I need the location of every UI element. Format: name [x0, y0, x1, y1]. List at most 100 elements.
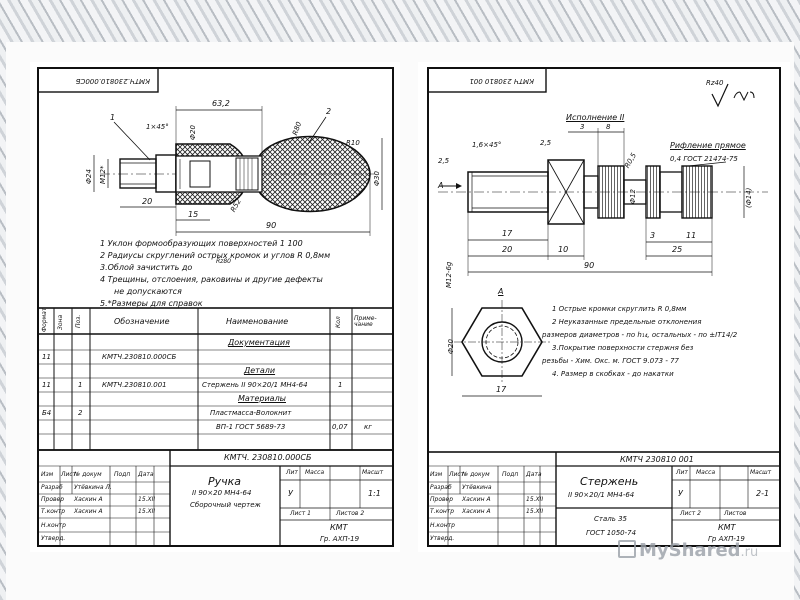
dim-17-view: 17 [496, 385, 507, 394]
spec-row-4-format: 11 [42, 381, 51, 389]
tb-row-2-role: Провер [41, 496, 65, 503]
knurl-standard: 0,4 ГОСТ 21474-75 [670, 155, 738, 163]
watermark: MyShared.ru [618, 540, 758, 561]
dim-8: 8 [606, 123, 611, 131]
tb-row-0-role: Изм [430, 471, 443, 478]
tb-row-3-date: 15.XII [526, 508, 544, 515]
title-block-name: Ручка [208, 475, 242, 488]
spec-row-4-designation: КМТЧ.230810.001 [102, 381, 167, 389]
watermark-logo-icon [618, 540, 636, 558]
title-block-sheets: Листов [724, 510, 747, 517]
spec-header-designation: Обозначение [114, 317, 170, 326]
dim-d20-view: Ф20 [447, 339, 455, 354]
tb-row-4-role: Н.контр [41, 522, 66, 529]
dim-20: 20 [502, 245, 513, 254]
spec-header-note: Приме-чание [354, 315, 377, 328]
note-2: 2 Неуказанные предельные отклонения [552, 318, 702, 326]
tb-row-1-name: Утёвкина [462, 484, 492, 491]
callout-2: 2 [326, 107, 332, 116]
dim-d24: Ф24 [85, 169, 93, 184]
title-block-sheet: Лист 2 [680, 510, 701, 517]
stamp-code-inverted: КМТЧ 230810 001 [469, 77, 534, 85]
tb-row-3-name: Хаскин А [74, 508, 103, 515]
spec-row-6-pos: 2 [78, 409, 83, 417]
note-4: 4. Размер в скобках - до накатки [552, 370, 674, 378]
title-block-org: КМТ [330, 523, 348, 532]
tb-row-0-c3: № докум [462, 471, 490, 478]
tb-row-0-c4: Подп [502, 471, 519, 478]
dim-r10: R10 [346, 139, 360, 147]
tb-row-0-c3: № докум [74, 471, 102, 478]
spec-row-6-name: Пластмасса-Волокнит [210, 409, 292, 417]
dim-20: 20 [142, 197, 153, 206]
drawing-sheet-part: КМТЧ 230810 001 Rz40 Исполнение II Рифле… [418, 62, 790, 552]
dim-25: 25 [672, 245, 683, 254]
dim-10: 10 [558, 245, 569, 254]
tb-row-4-role: Н.контр [430, 522, 455, 529]
spec-row-section-materials: Материалы [238, 394, 286, 403]
spec-row-section-docs: Документация [228, 338, 290, 347]
title-block-scale-label: Масшт [750, 469, 772, 476]
note-1: 1 Острые кромки скруглить R 0,8мм [552, 305, 687, 313]
knurl-label: Рифление прямое [670, 141, 746, 150]
title-block-name-2: II 90×20 МН4-64 [192, 489, 252, 497]
note-3: 3.Покрытие поверхности стержня без [552, 344, 694, 352]
dim-d14: (Ф14) [745, 187, 753, 208]
spec-header-qty: Кол [335, 316, 342, 328]
tb-row-5-role: Утверд. [41, 535, 66, 542]
title-block-lit-value: У [678, 489, 683, 498]
tb-row-1-role: Разраб [430, 484, 452, 491]
dim-15: 15 [188, 210, 199, 219]
title-block-mass-label: Масса [305, 469, 325, 476]
spec-row-2-format: 11 [42, 353, 51, 361]
tb-row-2-date: 15.XII [526, 496, 544, 503]
title-block-lit-label: Лит [676, 469, 688, 476]
watermark-domain: .ru [740, 545, 759, 560]
tb-row-1-name: Утёвкина Л. [74, 484, 112, 491]
note-2-cont: размеров диаметров - по h₁₄, остальных -… [542, 331, 738, 339]
note-2: 2 Радиусы скруглений острых кромок и угл… [100, 251, 331, 260]
title-block-scale-value: 1:1 [368, 489, 381, 498]
spec-header-zone: Зона [57, 314, 64, 330]
title-block-lit-label: Лит [286, 469, 298, 476]
title-block-code: КМТЧ 230810 001 [620, 455, 694, 464]
roughness-top: Rz40 [706, 79, 724, 87]
dim-3: 3 [580, 123, 585, 131]
dim-90: 90 [266, 221, 277, 230]
spec-row-section-parts: Детали [244, 366, 276, 375]
part-drawing-graphic [427, 67, 781, 547]
spec-header-format: Формат [41, 307, 48, 332]
title-block-lit-value: У [288, 489, 293, 498]
spec-row-7-note: кг [364, 423, 372, 431]
tb-row-2-date: 15.XII [138, 496, 156, 503]
tb-row-3-role: Т.контр [41, 508, 66, 515]
dim-3b: 3 [650, 231, 656, 240]
stamp-code-inverted: КМТЧ.230810.000СБ [75, 77, 150, 85]
dim-11: 11 [686, 231, 697, 240]
title-block-group: Гр. АХП-19 [320, 535, 360, 543]
dim-m12: М12-6g [445, 261, 453, 288]
title-block-name-2: II 90×20/1 МН4-64 [568, 491, 635, 499]
callout-1: 1 [110, 113, 116, 122]
note-4-cont: не допускаются [114, 287, 182, 296]
tb-row-0-c5: Дата [138, 471, 154, 478]
dim-d30: Ф30 [373, 171, 381, 186]
title-block-material-std: ГОСТ 1050-74 [586, 529, 637, 537]
view-a-label: A [498, 287, 504, 296]
title-block-name: Стержень [580, 475, 639, 488]
note-3: 3.Облой зачистить до [100, 263, 193, 272]
title-block-scale-label: Масшт [362, 469, 384, 476]
dim-d12: Ф12 [629, 189, 637, 204]
tb-row-2-role: Провер [430, 496, 454, 503]
dim-2-5: 2,5 [540, 139, 552, 147]
tb-row-5-role: Утверд. [430, 535, 455, 542]
title-block-name-3: Сборочный чертеж [190, 501, 261, 509]
note-5: 5.*Размеры для справок [100, 299, 203, 308]
spec-row-7-name: ВП-1 ГОСТ 5689-73 [216, 423, 286, 431]
title-block-sheets: Листов 2 [336, 510, 365, 517]
title-block-code: КМТЧ. 230810.000СБ [224, 453, 312, 462]
dim-chamfer: 1×45° [146, 123, 169, 131]
title-block-group: Гр АХП-19 [708, 535, 745, 543]
tb-row-1-role: Разраб [41, 484, 63, 491]
assembly-drawing-graphic [37, 67, 394, 547]
